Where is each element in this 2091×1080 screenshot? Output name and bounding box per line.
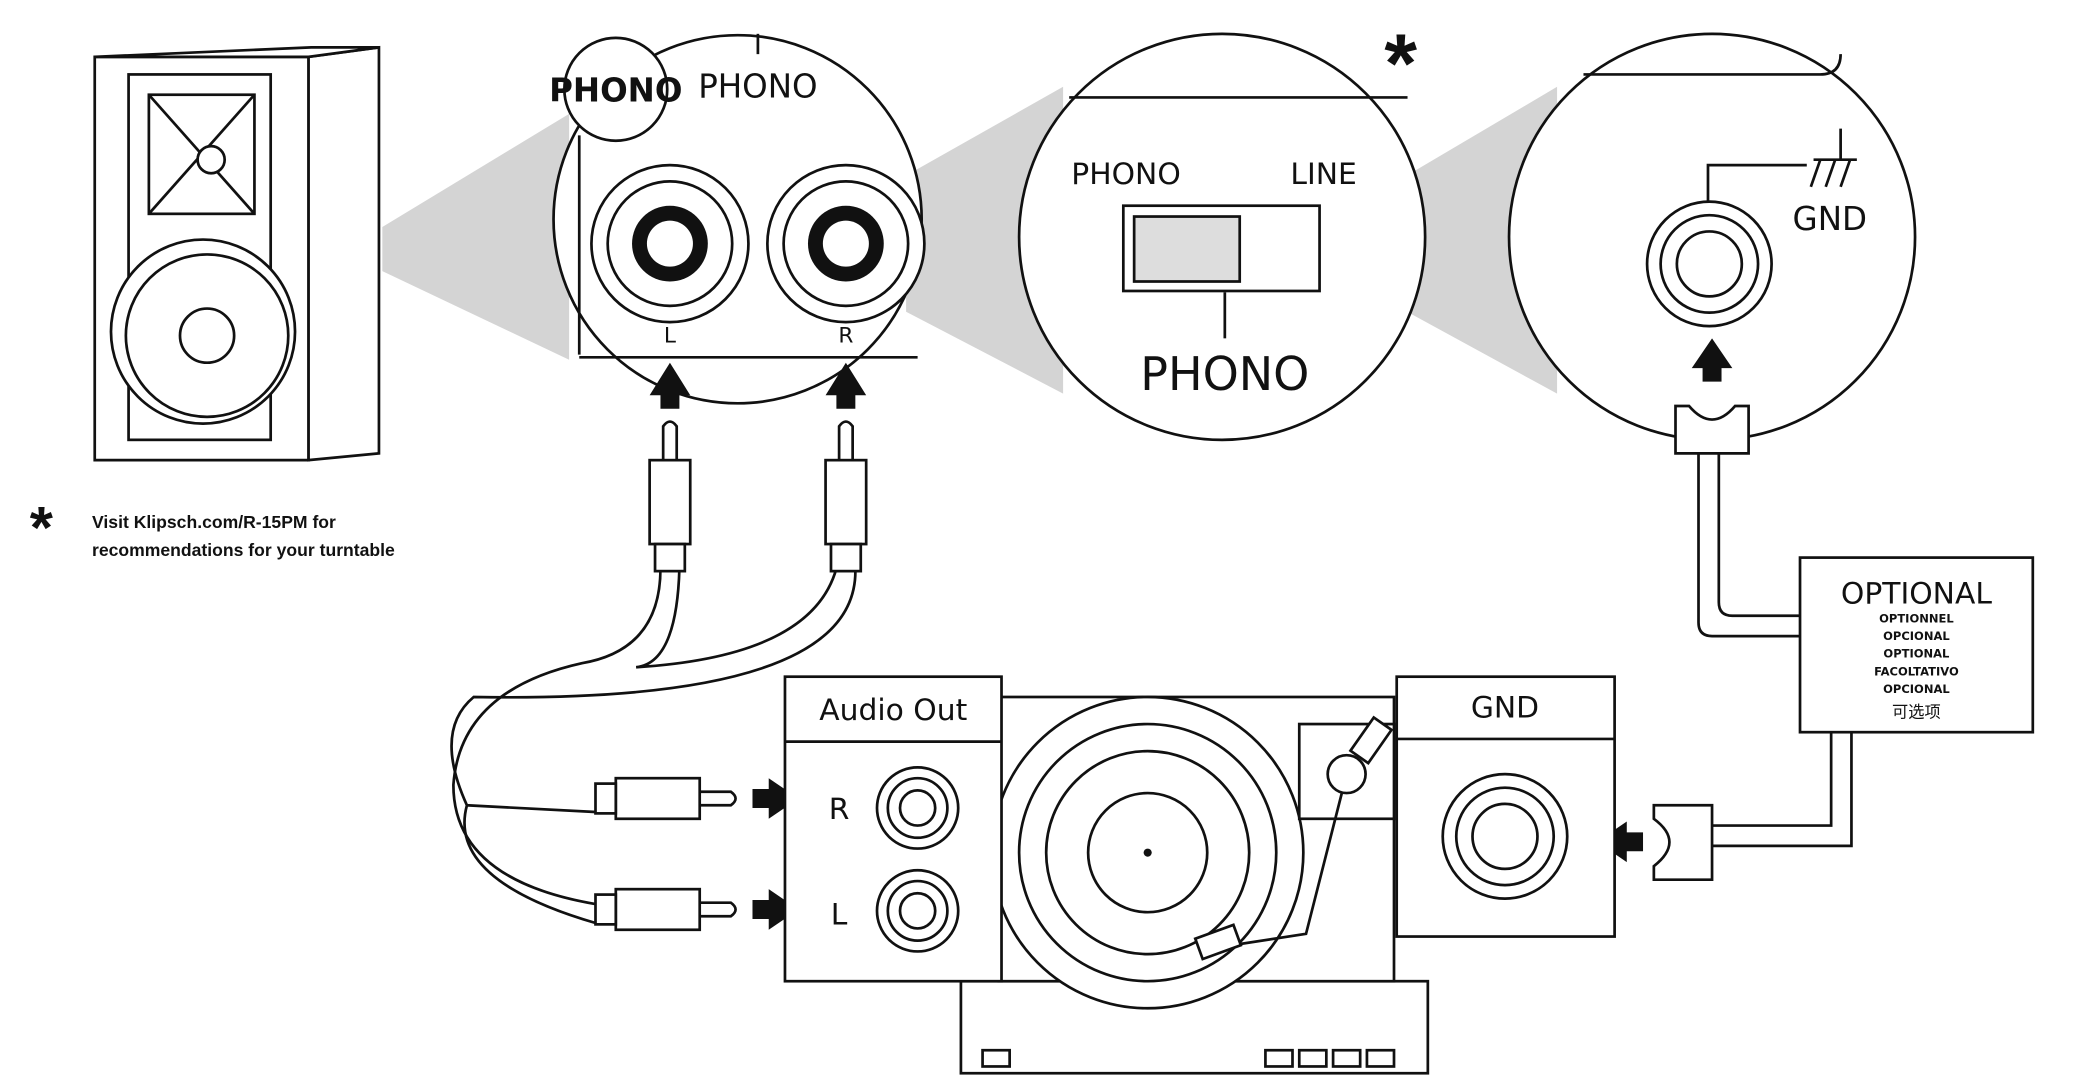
label: OPTIONAL xyxy=(1883,647,1950,661)
phono-input-detail: PHONO PHONO L R xyxy=(549,33,926,409)
diagram-shape xyxy=(824,458,868,546)
label: FACOLTATIVO xyxy=(1874,664,1959,678)
label: L xyxy=(664,323,676,348)
note: * Visit Klipsch.com/R-15PM for recommend… xyxy=(30,494,395,561)
diagram-shape xyxy=(653,542,687,573)
gnd-panel: GND xyxy=(1395,675,1616,938)
label: L xyxy=(831,897,848,932)
switch-knob xyxy=(1132,215,1242,283)
label: * xyxy=(1384,16,1417,110)
diagram-shape xyxy=(1326,753,1367,795)
diagram-shape xyxy=(648,458,692,546)
diagram-shape xyxy=(594,893,618,926)
diagram-shape xyxy=(196,144,227,175)
diagram-shape xyxy=(1712,732,1853,848)
diagram-shape xyxy=(1365,1048,1396,1068)
diagram-shape xyxy=(898,789,937,827)
diagram-shape xyxy=(1264,1048,1294,1068)
diagram-shape xyxy=(822,220,869,267)
diagram-shape xyxy=(1674,404,1750,455)
diagram-shape xyxy=(614,776,702,821)
audio-out-panel: Audio Out R L xyxy=(783,675,1003,983)
label: * xyxy=(30,494,54,561)
diagram-shape xyxy=(450,568,857,814)
arrow-up-icon xyxy=(649,362,691,409)
label: LINE xyxy=(1290,157,1356,192)
diagram-shape xyxy=(1675,230,1744,298)
diagram-shape xyxy=(1652,803,1714,882)
diagram-shape xyxy=(1809,128,1857,188)
diagram-shape xyxy=(1017,722,1278,983)
diagram-shape xyxy=(178,307,236,365)
diagram-shape xyxy=(614,887,702,932)
label: PHONO xyxy=(1071,157,1180,192)
rca-jack-r xyxy=(875,766,960,850)
diagram-shape xyxy=(661,420,679,461)
diagram-shape xyxy=(1297,1048,1328,1068)
arrow-right-icon xyxy=(752,889,799,930)
diagram-shape xyxy=(646,220,693,267)
diagram-shape xyxy=(307,45,381,462)
diagram-shape xyxy=(1798,556,2035,734)
label: PHONO xyxy=(1140,347,1309,401)
diagram-shape xyxy=(94,46,380,59)
turntable xyxy=(959,695,1430,1075)
rca-cable xyxy=(450,420,868,932)
label: PHONO xyxy=(698,67,817,105)
arrow-up-icon xyxy=(1691,338,1733,382)
label: OPCIONAL xyxy=(1883,629,1950,643)
diagram-shape xyxy=(452,568,662,906)
arrow-up-icon xyxy=(825,362,867,409)
diagram-shape xyxy=(898,891,937,930)
diagram-shape xyxy=(981,1048,1011,1068)
diagram-shape xyxy=(1697,453,1803,638)
speaker xyxy=(93,45,381,462)
label: OPCIONAL xyxy=(1883,682,1950,696)
label: OPTIONAL xyxy=(1841,577,1992,612)
diagram-shape xyxy=(1217,773,1348,949)
label: R xyxy=(829,792,850,827)
arrow-right-icon xyxy=(752,778,799,819)
optional-box: OPTIONAL OPTIONNEL OPCIONAL OPTIONAL FAC… xyxy=(1798,556,2035,734)
diagram-shape xyxy=(1143,848,1152,857)
diagram-shape xyxy=(1706,163,1807,204)
label: Visit Klipsch.com/R-15PM for xyxy=(92,512,336,532)
diagram-shape xyxy=(1193,923,1243,961)
diagram-shape xyxy=(699,790,737,807)
label: 可选项 xyxy=(1892,702,1941,721)
label: PHONO xyxy=(549,72,682,110)
diagram-shape xyxy=(1348,715,1394,766)
phono-line-switch-detail: * PHONO LINE PHONO xyxy=(1017,16,1427,442)
diagram-shape xyxy=(635,568,838,669)
ground-terminal-detail: GND xyxy=(1507,32,1917,442)
label: GND xyxy=(1793,200,1867,238)
diagram-shape xyxy=(563,36,669,143)
diagram-shape xyxy=(699,901,737,918)
phono-jack-right xyxy=(766,163,926,324)
diagram-shape xyxy=(594,782,618,815)
arrow-left-icon xyxy=(1597,821,1644,863)
diagram-shape xyxy=(1583,54,1842,76)
label: R xyxy=(838,323,853,348)
diagram-shape xyxy=(837,420,854,461)
label: recommendations for your turntable xyxy=(92,540,395,560)
ground-wire xyxy=(1597,404,1853,882)
phono-jack-left xyxy=(590,163,750,324)
diagram-shape xyxy=(1471,802,1539,871)
zoom-cone-1 xyxy=(382,113,570,360)
diagram-shape xyxy=(829,542,863,573)
label: Audio Out xyxy=(819,693,967,728)
label: GND xyxy=(1471,690,1539,725)
diagram-shape xyxy=(1331,1048,1362,1068)
diagram-shape xyxy=(1044,749,1251,956)
label: OPTIONNEL xyxy=(1879,612,1954,626)
rca-jack-l xyxy=(875,868,960,953)
diagram-shape xyxy=(463,804,596,925)
